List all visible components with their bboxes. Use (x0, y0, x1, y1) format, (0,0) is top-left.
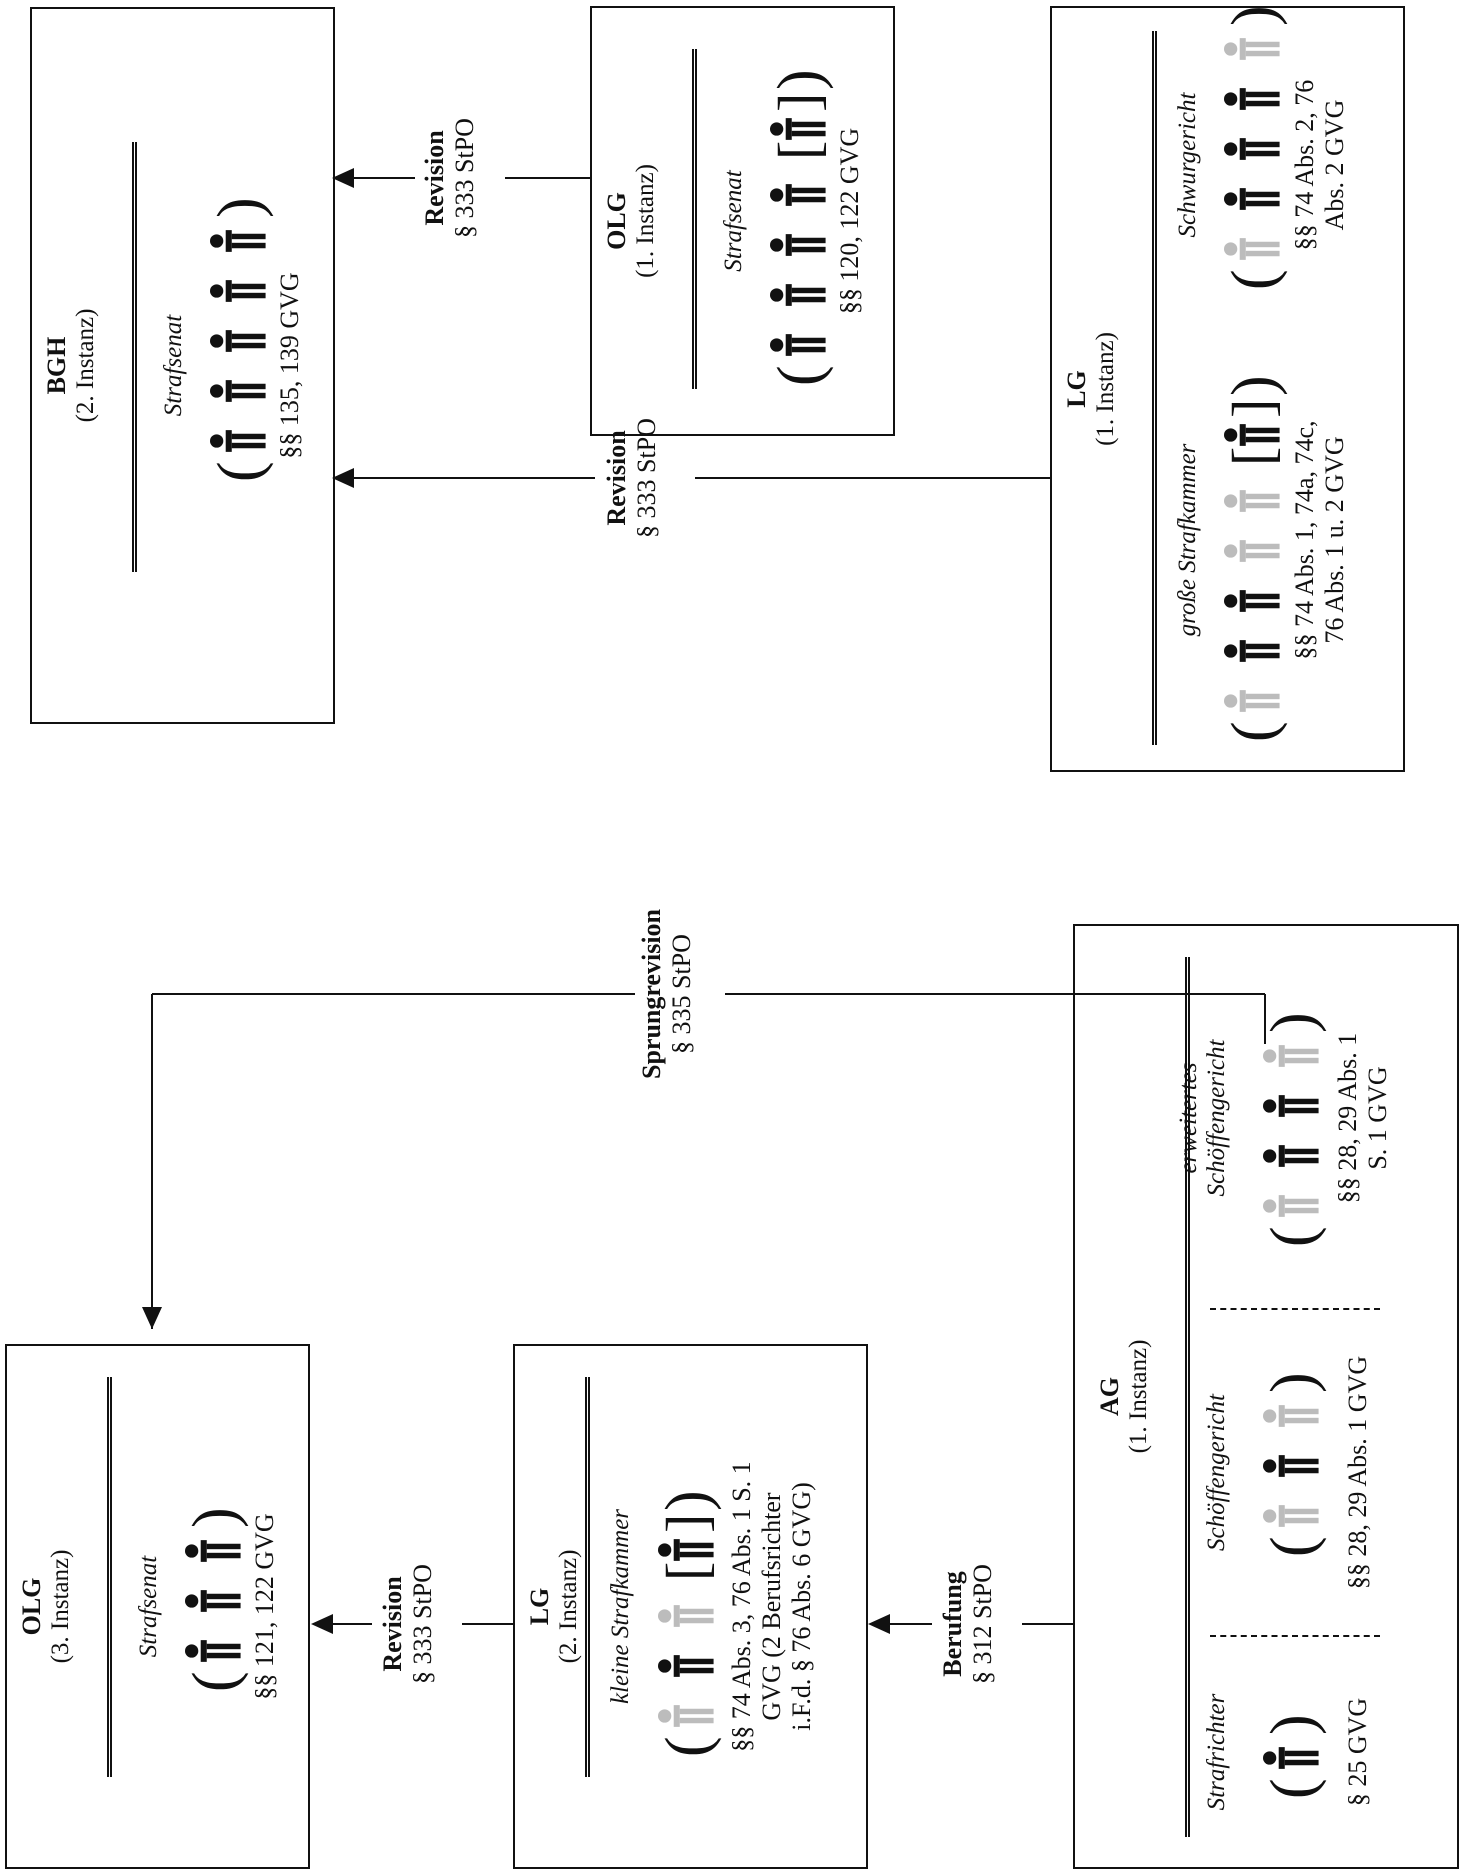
judge-group-svg: () (1259, 1372, 1327, 1557)
bracket-open: [ (1220, 447, 1285, 466)
paren-close: ) (206, 197, 274, 218)
ag-col1-judges: () (1255, 1714, 1332, 1799)
bgh-box: BGH (2. Instanz) Strafsenat () §§ 135, 1… (30, 7, 335, 724)
ag-box: AG (1. Instanz) Strafrichter () § 25 GVG… (1073, 924, 1459, 1869)
label-revision-lg2: Revision (378, 1576, 407, 1672)
judge-group-svg: () [] (766, 69, 834, 386)
bracket-open: [ (766, 141, 831, 160)
bgh-judges: () (202, 197, 279, 482)
olg3-box: OLG (3. Instanz) Strafsenat () §§ 121, 1… (5, 1344, 310, 1869)
paren-open: ( (1220, 721, 1288, 742)
label-berufung: Berufung (938, 1571, 967, 1677)
arrowhead-lg2-olg3 (311, 1614, 333, 1634)
paren-open: ( (766, 365, 834, 386)
olg1-judges: () [] (762, 69, 839, 386)
judge-group-svg: () (206, 197, 274, 482)
arrowhead-ag-lg2 (868, 1614, 890, 1634)
bracket-open: [ (654, 1562, 719, 1581)
judge-group-svg: () (1259, 1714, 1327, 1799)
paren-open: ( (654, 1736, 722, 1757)
ag-col2-judges: () (1255, 1372, 1332, 1557)
law-revision-lg1: § 333 StPO (632, 418, 661, 538)
ag-col3-judges: () (1255, 1012, 1332, 1247)
arrowhead-olg1-bgh (332, 168, 354, 188)
label-revision-olg1: Revision (420, 130, 449, 226)
paren-open: ( (206, 461, 274, 482)
paren-open: ( (1220, 269, 1288, 290)
law-berufung: § 312 StPO (968, 1564, 997, 1684)
judge-group-svg: () (1220, 5, 1288, 290)
law-revision-lg2: § 333 StPO (408, 1564, 437, 1684)
bracket-close: ] (1220, 399, 1285, 418)
paren-open: ( (1259, 1226, 1327, 1247)
bracket-close: ] (766, 93, 831, 112)
judge-group-svg: () (181, 1507, 249, 1692)
law-sprungrevision: § 335 StPO (667, 934, 696, 1054)
paren-open: ( (1259, 1536, 1327, 1557)
arrowhead-sprung (142, 1307, 162, 1329)
arrowhead-lg1-bgh (332, 468, 354, 488)
paren-close: ) (766, 69, 834, 90)
label-sprungrevision: Sprungrevision (637, 909, 666, 1080)
paren-open: ( (1259, 1778, 1327, 1799)
paren-close: ) (1220, 5, 1288, 26)
lg1-box: LG (1. Instanz) große Strafkammer ()[] §… (1050, 5, 1405, 772)
lg2-box: LG (2. Instanz) kleine Strafkammer ()[] … (513, 1344, 868, 1869)
lg1-left-judges: () [] (1216, 375, 1293, 742)
paren-close: ) (1259, 1372, 1327, 1393)
judge-group-svg: () [] (654, 1490, 722, 1757)
bracket-close: ] (654, 1514, 719, 1533)
label-revision-lg1: Revision (602, 430, 631, 526)
lg1-right-judges: () (1216, 5, 1293, 290)
judge-group-svg: () [] (1220, 375, 1288, 742)
paren-close: ) (1220, 375, 1288, 396)
lg2-judges: () [] (650, 1490, 727, 1757)
law-revision-olg1: § 333 StPO (450, 118, 479, 238)
olg3-judges: () (177, 1507, 254, 1692)
paren-close: ) (1259, 1012, 1327, 1033)
paren-close: ) (181, 1507, 249, 1528)
olg1-box: OLG (1. Instanz) Strafsenat ()[] §§ 120,… (590, 6, 895, 436)
paren-open: ( (181, 1671, 249, 1692)
paren-close: ) (654, 1490, 722, 1511)
judge-group-svg: () (1259, 1012, 1327, 1247)
paren-close: ) (1259, 1714, 1327, 1735)
